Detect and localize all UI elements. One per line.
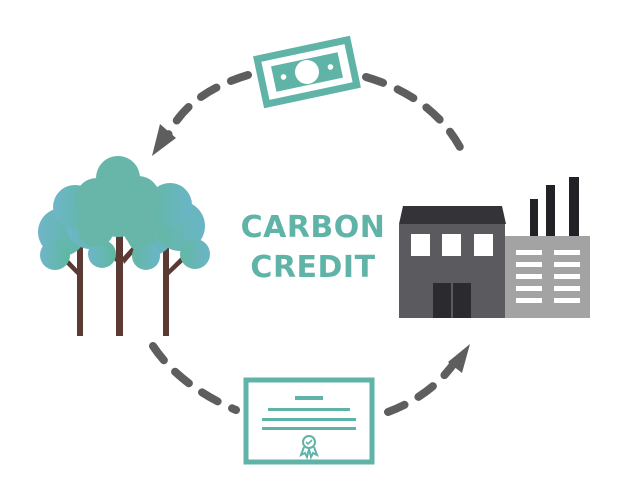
tree-center-canopy	[75, 156, 160, 247]
title-line-carbon: CARBON	[240, 210, 386, 245]
factory-chimneys	[530, 177, 579, 243]
trees-icon	[38, 156, 210, 336]
page-title: CARBON CREDIT	[228, 208, 398, 288]
factory-annex-windows	[516, 250, 580, 303]
certificate-lines	[262, 396, 356, 430]
arrowhead-trees	[152, 124, 176, 156]
arrowheads	[152, 124, 470, 373]
arrow-money-to-trees	[162, 71, 252, 144]
certificate-seal	[299, 435, 319, 460]
factory-windows	[411, 234, 493, 256]
factory-roof	[399, 206, 506, 224]
arrow-factory-to-money	[362, 73, 468, 159]
certificate-icon	[243, 377, 375, 465]
arrowhead-factory	[448, 344, 470, 373]
title-line-credit: CREDIT	[250, 250, 376, 285]
arrow-trees-to-certificate	[149, 342, 240, 414]
banknote-icon	[253, 35, 361, 109]
factory-icon	[399, 177, 590, 318]
